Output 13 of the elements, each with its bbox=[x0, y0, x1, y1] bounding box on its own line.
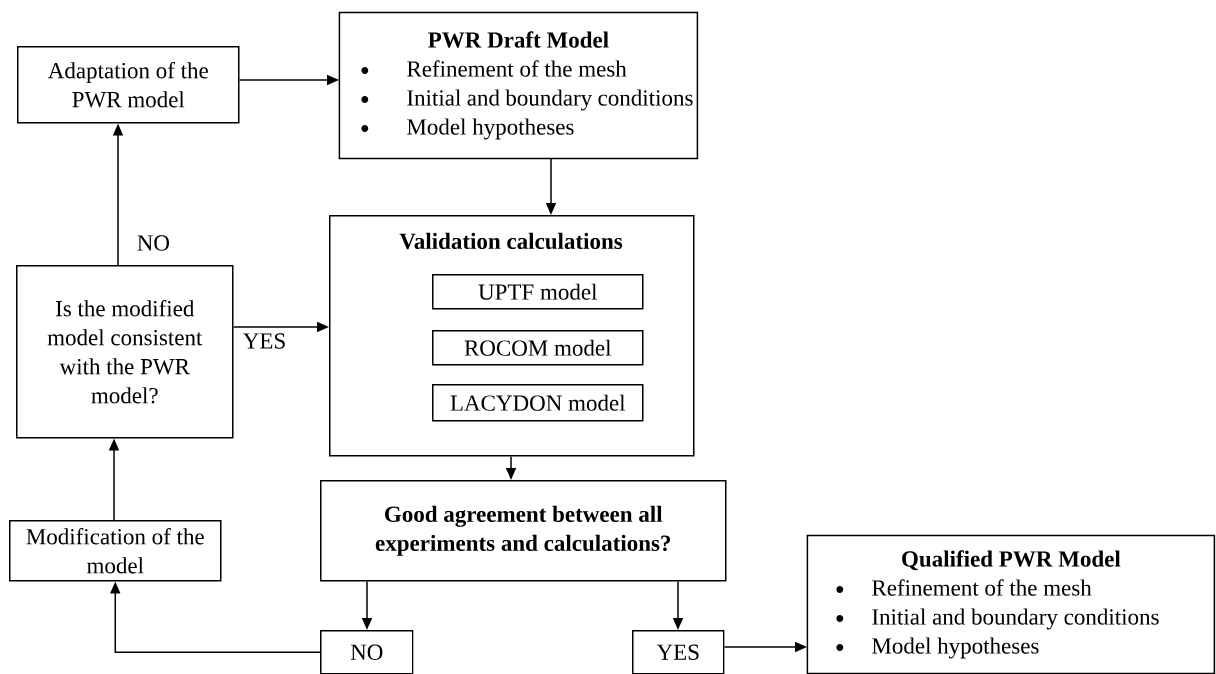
decision-box: Good agreement between all experiments and calculations? bbox=[320, 480, 727, 582]
process-box: UPTF model bbox=[432, 274, 644, 310]
bullet-list-box: PWR Draft Model Refinement of the mesh Initial and boundary conditions Model hypotheses bbox=[338, 11, 699, 160]
process-box: YES bbox=[632, 630, 725, 674]
process-box: Adaptation of the PWR model bbox=[17, 46, 240, 124]
process-box: NO bbox=[320, 630, 414, 674]
process-box: LACYDON model bbox=[432, 384, 644, 422]
process-box: Is the modified model consistent with the PWR model? bbox=[16, 265, 234, 439]
bullet-list-box: Qualified PWR Model Refinement of the mesh Initial and boundary conditions Model hypotheses bbox=[806, 534, 1216, 674]
edge-label: NO bbox=[134, 233, 172, 253]
process-box: Modification of the model bbox=[9, 520, 222, 582]
process-box: ROCOM model bbox=[432, 330, 644, 366]
edge-label: YES bbox=[240, 331, 289, 351]
